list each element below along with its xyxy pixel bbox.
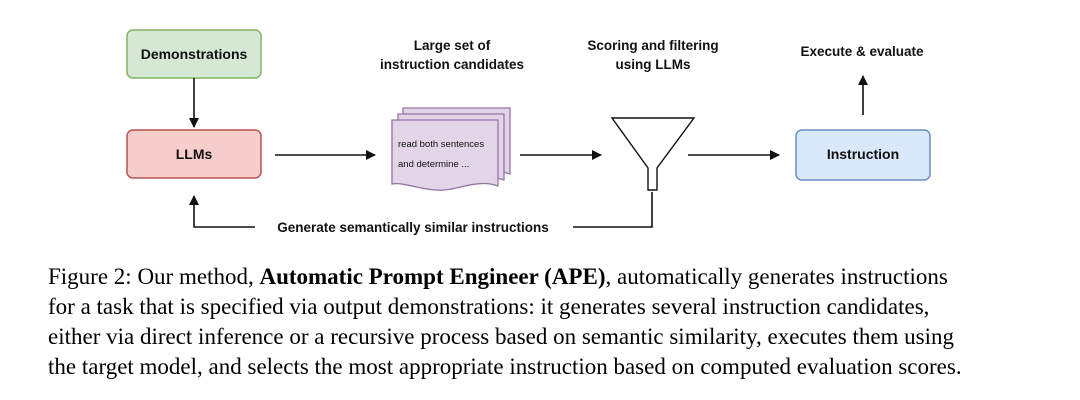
candidates-title-line2: instruction candidates [380,57,524,72]
execute-label: Execute & evaluate [800,44,924,59]
candidates-title-line1: Large set of [414,38,491,53]
document-front [391,119,499,191]
caption-line-1: Figure 2: Our method, Automatic Prompt E… [48,262,1048,292]
caption-line-4: the target model, and selects the most a… [48,354,962,379]
caption-line-2: for a task that is specified via output … [48,294,930,319]
caption-line1-post: , automatically generates instructions [605,264,948,289]
caption-line1-pre: Figure 2: Our method, [48,264,260,289]
llms-label: LLMs [176,146,213,162]
candidate-text-line2: and determine ... [398,159,469,170]
scoring-title-line1: Scoring and filtering [587,38,718,53]
feedback-line-left [189,195,255,228]
instruction-label: Instruction [827,146,899,162]
candidate-text-line1: read both sentences [398,139,484,150]
demonstrations-label: Demonstrations [141,46,248,62]
scoring-title-line2: using LLMs [616,57,691,72]
ape-diagram: Demonstrations LLMs Large set of instruc… [126,29,931,235]
demonstrations-node: Demonstrations [126,29,262,79]
figure-caption: Figure 2: Our method, Automatic Prompt E… [48,262,1048,382]
caption-line-3: either via direct inference or a recursi… [48,324,955,349]
llms-node: LLMs [126,129,262,179]
feedback-line-right [573,192,653,228]
caption-method-name: Automatic Prompt Engineer (APE) [259,264,606,289]
funnel-icon [610,117,696,191]
candidate-documents: read both sentences and determine ... [391,107,511,191]
feedback-label: Generate semantically similar instructio… [277,220,549,235]
instruction-node: Instruction [795,129,931,181]
